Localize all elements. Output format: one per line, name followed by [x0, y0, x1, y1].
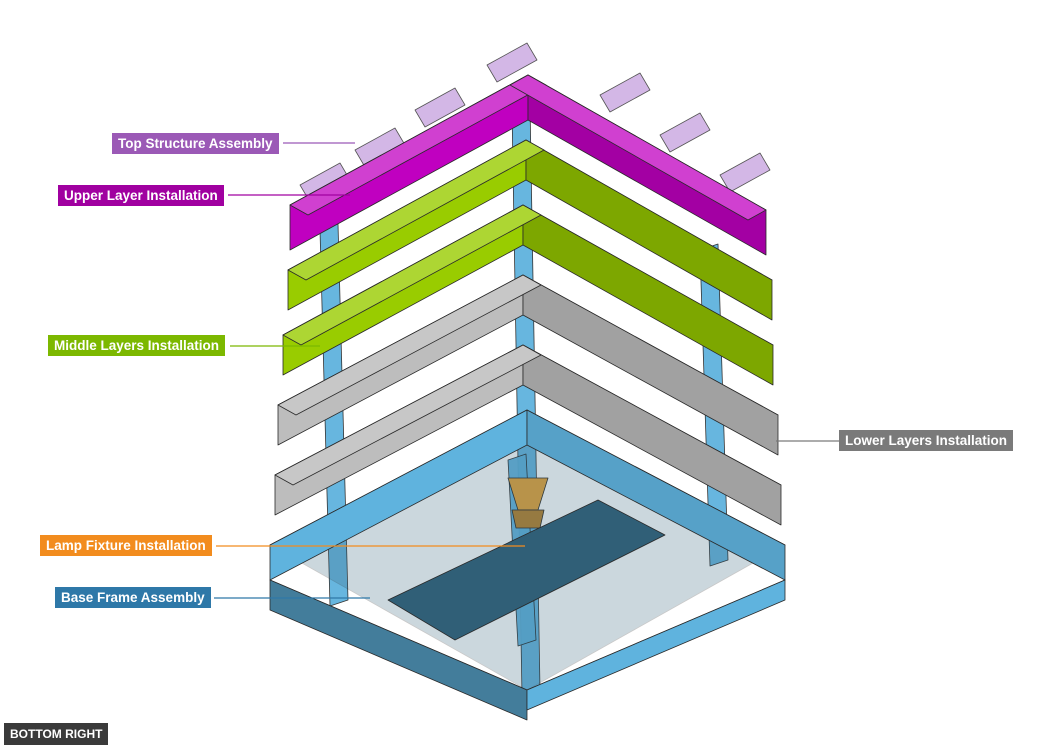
- top-cap-5: [599, 72, 651, 113]
- label-lower-layers-installation: Lower Layers Installation: [839, 430, 1014, 451]
- label-base-frame-assembly: Base Frame Assembly: [55, 587, 211, 608]
- base-center-panel: [387, 499, 666, 641]
- base-beam-front-left-side-face: [269, 579, 528, 721]
- label-lamp-fixture-installation: Lamp Fixture Installation: [40, 535, 212, 556]
- base-beam-front-right: [526, 579, 786, 711]
- lower-beam-2-right: [522, 344, 782, 526]
- upper-beam-right-side-face: [525, 139, 773, 321]
- top-beam-left-top: [289, 74, 547, 216]
- top-cap-6: [659, 112, 711, 153]
- leader-lines: [214, 142, 839, 599]
- lower-beam-1-right-side-face: [522, 274, 779, 456]
- lower-beam-1-right: [522, 274, 779, 456]
- lower-beam-2-left-top: [274, 344, 542, 486]
- lower-beam-2-right-side-face: [522, 344, 782, 526]
- top-cap-3: [414, 87, 466, 128]
- label-upper-layer-installation: Upper Layer Installation: [58, 185, 224, 206]
- label-top-structure-assembly: Top Structure Assembly: [112, 133, 279, 154]
- lower-beam-1-left-top: [277, 274, 542, 416]
- base-beam-front-right-side-face: [526, 579, 786, 711]
- top-cap-7: [719, 152, 771, 193]
- upper-beam-right: [525, 139, 773, 321]
- assembly-layers: [269, 42, 786, 721]
- middle-beam-right-side-face: [522, 204, 774, 386]
- view-orientation-label: BOTTOM RIGHT: [4, 723, 109, 745]
- top-beam-right-top: [509, 74, 767, 221]
- label-middle-layers-installation: Middle Layers Installation: [48, 335, 226, 356]
- middle-beam-left-top: [282, 204, 542, 346]
- middle-beam-right: [522, 204, 774, 386]
- upper-beam-left-top: [287, 139, 545, 281]
- top-cap-4: [486, 42, 538, 83]
